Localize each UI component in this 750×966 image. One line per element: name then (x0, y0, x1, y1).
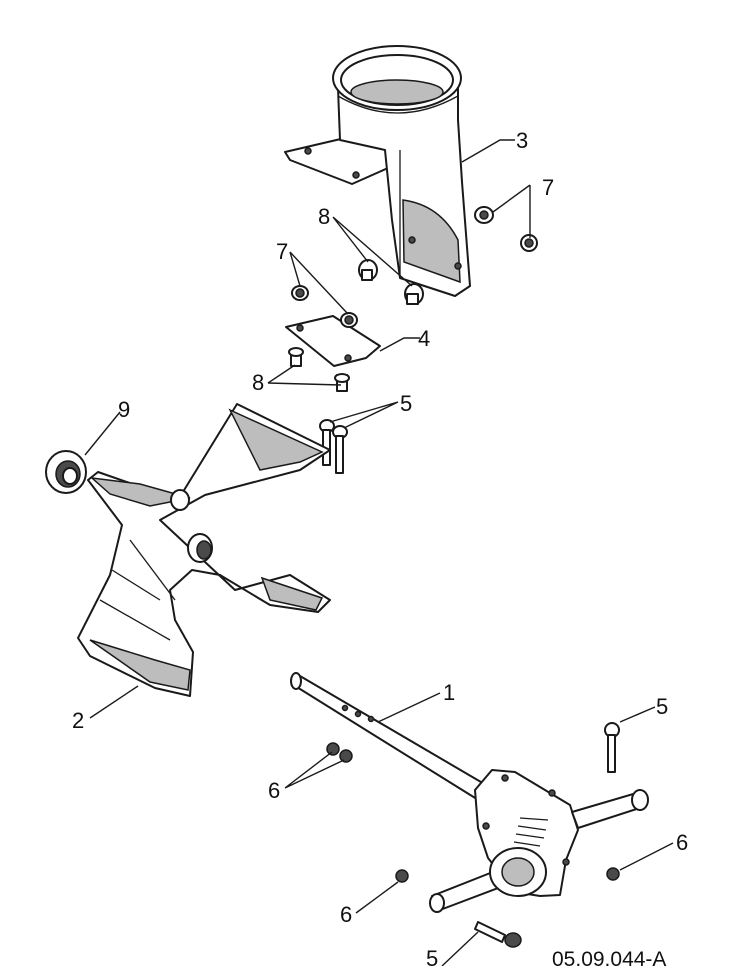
impeller-part (77, 403, 331, 697)
leader-lines (84, 139, 674, 966)
drive-shaft-part (290, 672, 499, 807)
bolt-5a (319, 419, 335, 466)
callout-3: 3 (516, 128, 528, 153)
callout-2: 2 (72, 708, 84, 733)
callout-6-left: 6 (268, 778, 280, 803)
bearing-part (45, 450, 87, 494)
nut-7b (520, 234, 538, 252)
bolt-5b (332, 425, 348, 474)
callout-7-right: 7 (542, 175, 554, 200)
callout-5-right: 5 (656, 694, 668, 719)
mounting-plate-part (285, 315, 381, 367)
nut-7a (474, 206, 494, 224)
bolt-8c (288, 347, 304, 367)
nut-6b (606, 867, 620, 881)
nut-6a (326, 742, 353, 763)
callout-5-upper: 5 (400, 391, 412, 416)
bolt-5c (604, 722, 620, 773)
callout-6-bottom: 6 (340, 902, 352, 927)
callout-6-right: 6 (676, 830, 688, 855)
callout-9: 9 (118, 397, 130, 422)
bolt-8d (334, 373, 350, 392)
nut-7d (340, 312, 358, 328)
callout-5-bottom: 5 (426, 946, 438, 966)
bolt-8a (358, 259, 378, 281)
reference-code: 05.09.044-A (552, 948, 666, 966)
nut-6c (395, 869, 409, 883)
bolt-8b (404, 283, 424, 305)
callout-1: 1 (443, 680, 455, 705)
discharge-chute-part (284, 45, 471, 297)
gearbox-part (429, 769, 649, 913)
callout-7-left: 7 (276, 239, 288, 264)
callout-8-lower: 8 (252, 370, 264, 395)
bolt-5d (474, 921, 522, 948)
callout-4: 4 (418, 326, 430, 351)
callout-8-upper: 8 (318, 204, 330, 229)
nut-7c (291, 285, 309, 301)
